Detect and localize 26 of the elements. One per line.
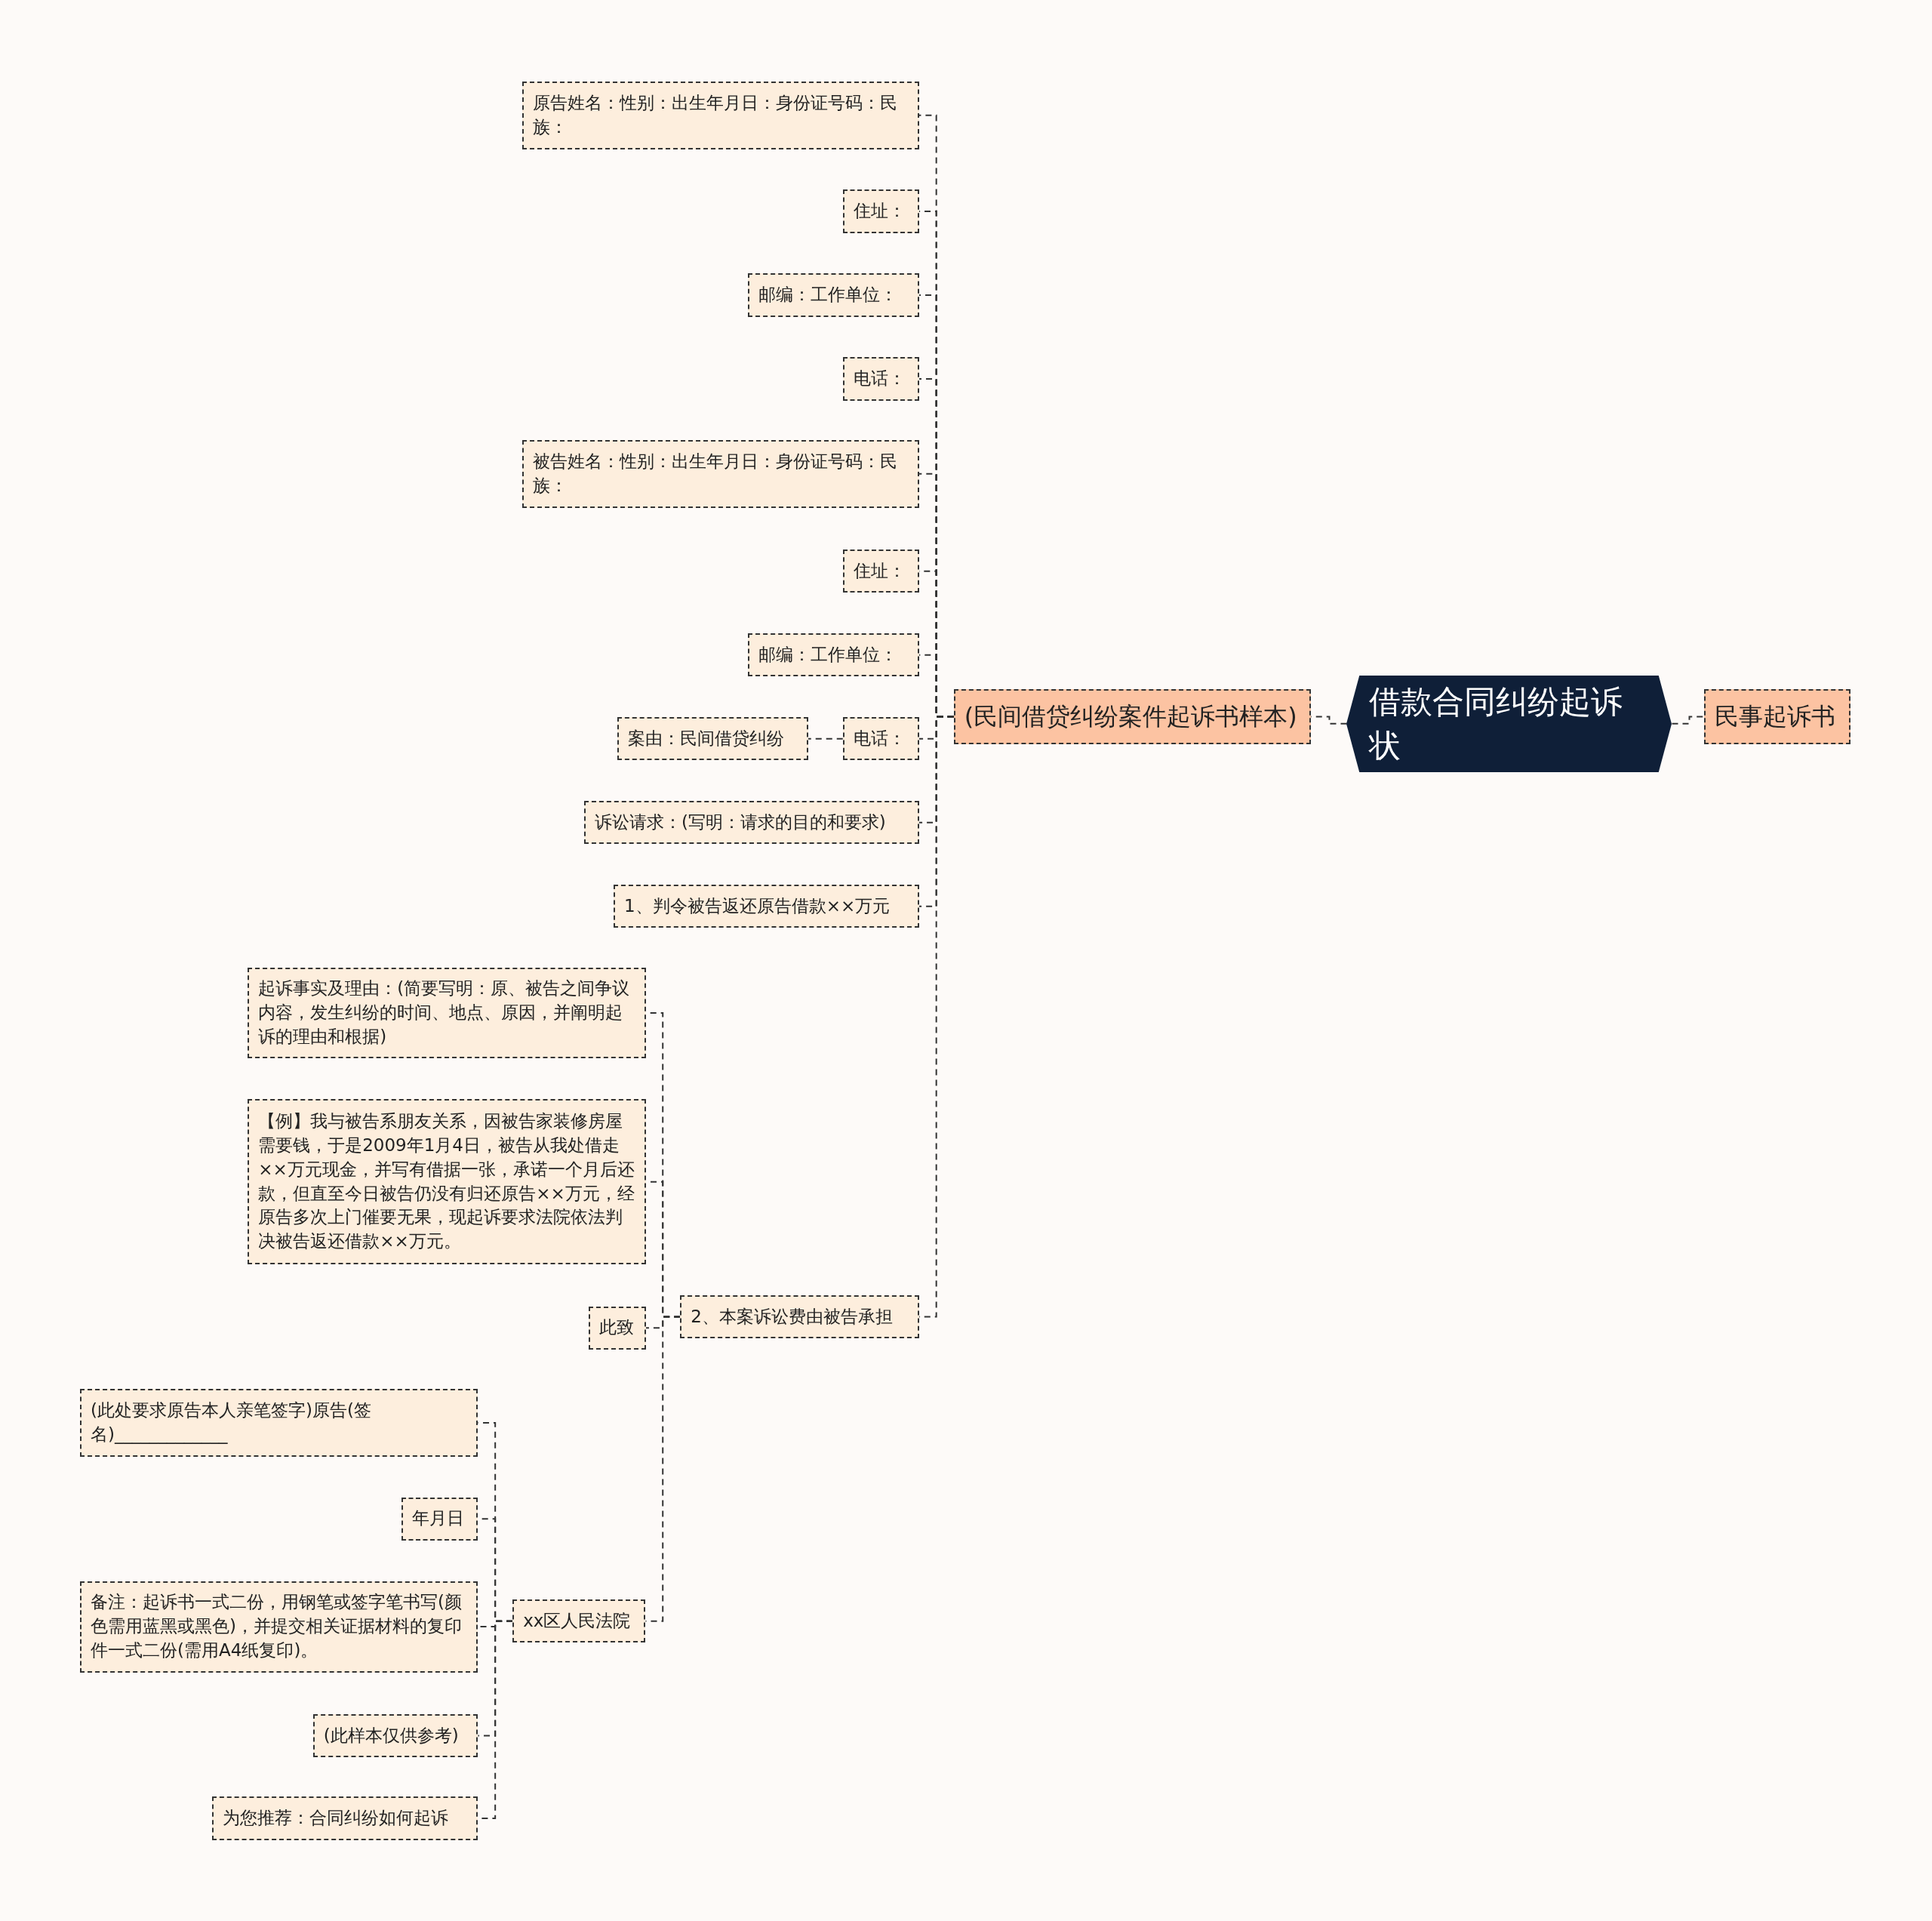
topic-box: (民间借贷纠纷案件起诉书样本)	[953, 688, 1312, 745]
subtopic-box: 邮编：工作单位：	[748, 633, 919, 677]
subtopic-box: 案由：民间借贷纠纷	[617, 717, 808, 761]
subtopic-box: 为您推荐：合同纠纷如何起诉	[211, 1796, 478, 1840]
subtopic-box: 住址：	[842, 550, 919, 593]
connector-line	[808, 737, 844, 740]
subtopic-box: 住址：	[842, 189, 919, 233]
subtopic-box: (此样本仅供参考)	[312, 1714, 478, 1758]
subtopic-box: 【例】我与被告系朋友关系，因被告家装修房屋需要钱，于是2009年1月4日，被告从我处借走××万元现金，并写有借据一张，承诺一个月后还款，但直至今日被告仍没有归还原告××万元，经原告多次上门催要无果，现起诉要求法院依法判决被告返还借款××万元。	[248, 1099, 646, 1265]
subtopic-box: 被告姓名：性别：出生年月日：身份证号码：民族：	[522, 439, 919, 508]
subtopic-box: 年月日	[401, 1497, 478, 1541]
subtopic-box: 电话：	[842, 717, 919, 761]
subtopic-box: 原告姓名：性别：出生年月日：身份证号码：民族：	[522, 81, 919, 149]
subtopic-box: 邮编：工作单位：	[748, 273, 919, 317]
subtopic-box: 备注：起诉书一式二份，用钢笔或签字笔书写(颜色需用蓝黑或黑色)，并提交相关证据材料的复印件一式二份(需用A4纸复印)。	[80, 1581, 478, 1673]
subtopic-box: 诉讼请求：(写明：请求的目的和要求)	[583, 801, 919, 845]
subtopic-box: 1、判令被告返还原告借款××万元	[614, 885, 919, 928]
connector-line	[1671, 716, 1705, 725]
topic-box: 民事起诉书	[1703, 688, 1851, 745]
central-topic: 借款合同纠纷起诉状	[1346, 675, 1672, 772]
subtopic-box: xx区人民法院	[512, 1599, 646, 1643]
subtopic-box: 起诉事实及理由：(简要写明：原、被告之间争议内容，发生纠纷的时间、地点、原因，并阐明起诉的理由和根据)	[248, 967, 646, 1059]
subtopic-box: 电话：	[842, 357, 919, 401]
subtopic-box: 2、本案诉讼费由被告承担	[680, 1295, 919, 1339]
subtopic-box: (此处要求原告本人亲笔签字)原告(签名)_____________	[80, 1389, 478, 1457]
subtopic-box: 此致	[589, 1306, 646, 1350]
